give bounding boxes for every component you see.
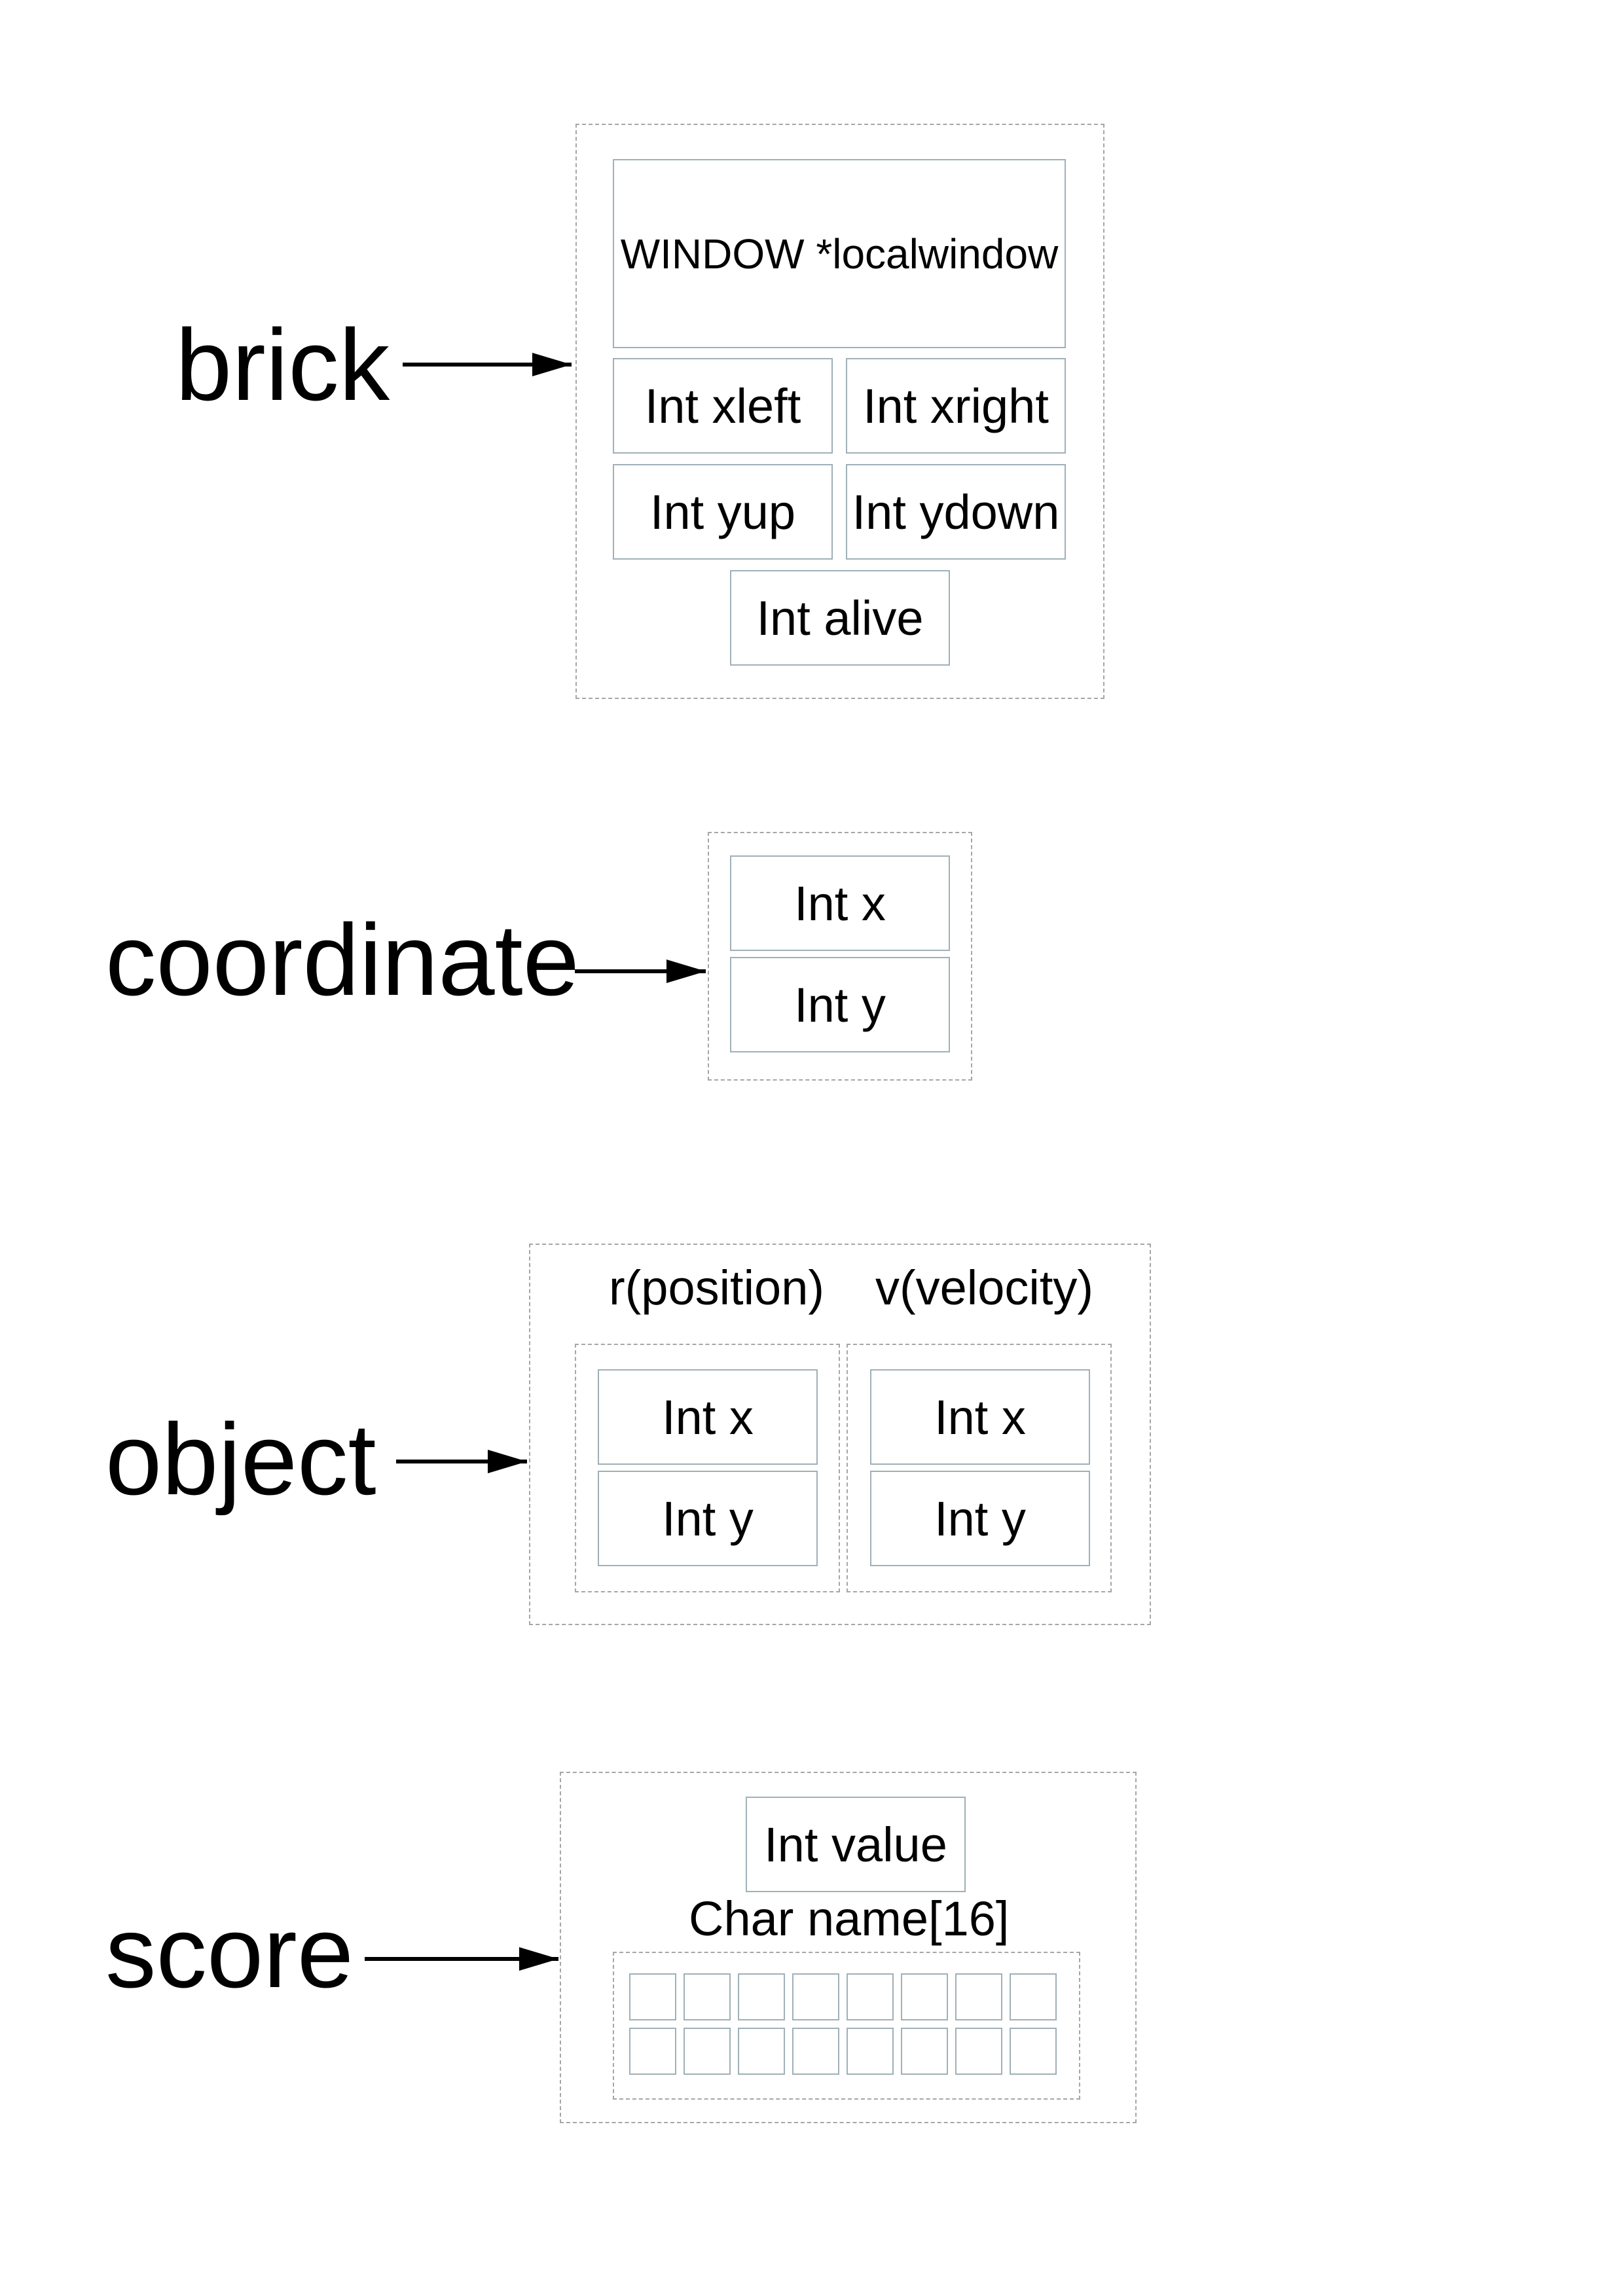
object-r-y-field: Int y <box>598 1471 818 1566</box>
coordinate-x-field: Int x <box>730 855 950 951</box>
object-r-group <box>575 1344 840 1592</box>
name-char-slot <box>901 1973 948 2020</box>
name-char-slot <box>629 1973 676 2020</box>
coordinate-label: coordinate <box>105 903 579 1016</box>
brick-xleft-field: Int xleft <box>613 358 833 454</box>
brick-ydown-field: Int ydown <box>846 464 1066 560</box>
name-char-slot <box>1010 2028 1057 2075</box>
name-char-slot <box>847 2028 894 2075</box>
name-char-slot <box>901 2028 948 2075</box>
brick-label: brick <box>175 308 390 422</box>
name-char-slot <box>792 1973 839 2020</box>
name-char-slot <box>738 2028 785 2075</box>
name-char-slot <box>847 1973 894 2020</box>
name-char-slot <box>629 2028 676 2075</box>
score-value-field: Int value <box>746 1797 966 1892</box>
score-name-array <box>613 1952 1080 2100</box>
object-label: object <box>105 1403 376 1516</box>
object-v-x-field: Int x <box>870 1369 1090 1465</box>
coordinate-y-field: Int y <box>730 957 950 1052</box>
object-v-caption: v(velocity) <box>875 1261 1094 1315</box>
score-struct <box>560 1772 1137 2123</box>
name-char-slot <box>738 1973 785 2020</box>
score-name-caption: Char name[16] <box>689 1892 1010 1946</box>
brick-yup-field: Int yup <box>613 464 833 560</box>
object-r-caption: r(position) <box>609 1261 824 1315</box>
score-label: score <box>105 1895 354 2009</box>
brick-alive-field: Int alive <box>730 570 950 666</box>
brick-struct <box>575 124 1104 699</box>
name-char-slot <box>792 2028 839 2075</box>
name-char-slot <box>955 1973 1002 2020</box>
coordinate-struct <box>708 832 972 1081</box>
object-v-group <box>847 1344 1112 1592</box>
brick-xright-field: Int xright <box>846 358 1066 454</box>
name-char-slot <box>684 1973 731 2020</box>
object-r-x-field: Int x <box>598 1369 818 1465</box>
brick-window-field: WINDOW *localwindow <box>613 159 1066 348</box>
name-char-slot <box>684 2028 731 2075</box>
object-struct <box>529 1244 1151 1625</box>
name-char-slot <box>1010 1973 1057 2020</box>
object-v-y-field: Int y <box>870 1471 1090 1566</box>
name-char-slot <box>955 2028 1002 2075</box>
